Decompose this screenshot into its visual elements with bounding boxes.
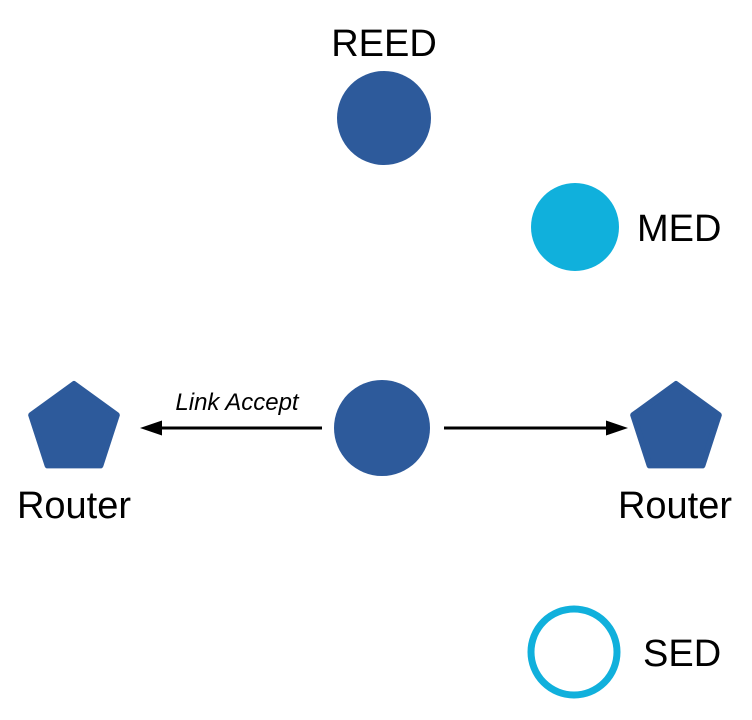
edge-to-right-router <box>444 420 628 436</box>
node-router-right: Router <box>618 381 732 527</box>
node-reed: REED <box>331 23 437 165</box>
router-right-label: Router <box>618 485 732 527</box>
router-left-pentagon <box>28 381 120 469</box>
router-left-label: Router <box>17 485 131 527</box>
reed-circle <box>337 71 431 165</box>
edge-link-accept: Link Accept <box>140 389 322 436</box>
link-accept-label: Link Accept <box>175 389 300 416</box>
node-router-left: Router <box>17 381 131 527</box>
link-accept-arrowhead-icon <box>140 420 162 436</box>
sed-circle-outline <box>527 605 621 699</box>
reed-label: REED <box>331 23 437 65</box>
med-circle <box>531 183 619 271</box>
node-center <box>334 380 430 476</box>
node-sed: SED <box>527 605 721 699</box>
sed-label: SED <box>643 633 721 675</box>
node-med: MED <box>531 183 721 271</box>
center-circle <box>334 380 430 476</box>
router-right-pentagon <box>630 381 722 469</box>
right-edge-arrowhead-icon <box>606 420 628 436</box>
med-label: MED <box>637 208 721 250</box>
